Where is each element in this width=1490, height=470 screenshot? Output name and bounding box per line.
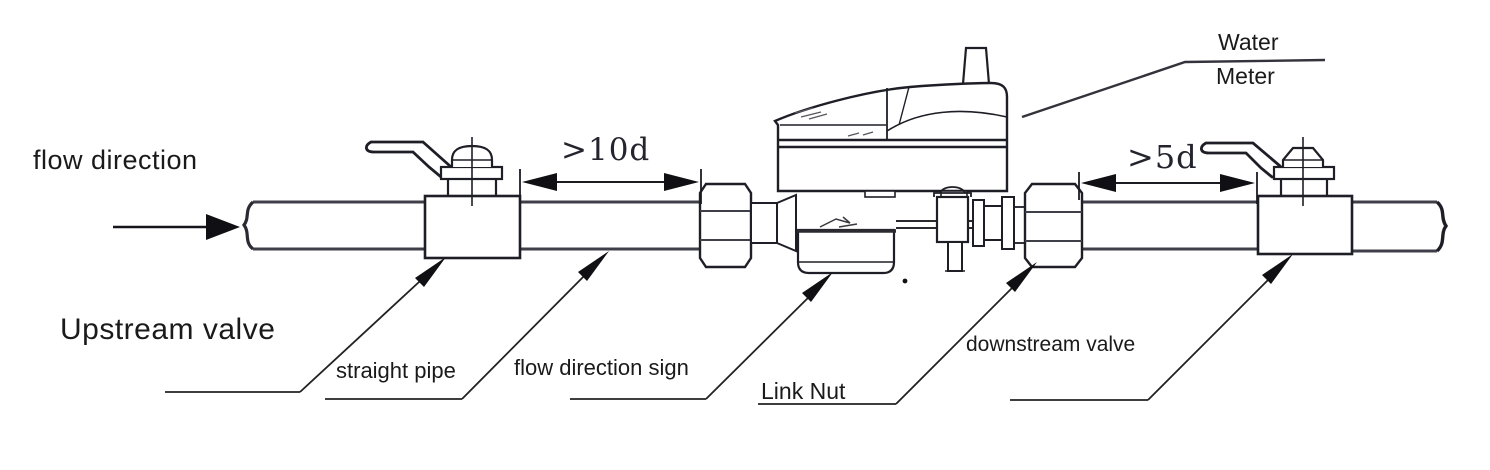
downstream-valve-label: downstream valve xyxy=(966,333,1136,356)
leader-straight-pipe xyxy=(325,251,609,400)
upstream-valve-label: Upstream valve xyxy=(60,313,276,346)
dimension-10d xyxy=(519,169,702,204)
link-nut-right xyxy=(1023,182,1084,269)
pipe-right xyxy=(1352,200,1449,253)
dimension-5d xyxy=(1078,172,1258,204)
pipe-downstream-straight xyxy=(1082,200,1258,251)
flow-direction-sign-label: flow direction sign xyxy=(514,355,689,380)
leader-water-meter xyxy=(1021,58,1326,119)
water-meter-label-line2: Meter xyxy=(1216,63,1275,89)
leader-flow-direction-sign xyxy=(570,272,833,400)
water-meter-body xyxy=(773,46,1025,284)
leader-upstream-valve xyxy=(165,257,446,393)
downstream-valve xyxy=(1200,137,1354,256)
link-nut-left xyxy=(698,182,797,269)
flow-direction-arrow xyxy=(113,214,240,240)
pipe-upstream-straight xyxy=(520,200,700,251)
flow-direction-label: flow direction xyxy=(33,145,198,175)
pipe-left xyxy=(242,200,425,251)
valve-handle xyxy=(1200,141,1283,179)
straight-pipe-label: straight pipe xyxy=(336,358,456,383)
downstream-dimension-label: >5d xyxy=(1127,138,1198,176)
valve-handle xyxy=(365,140,453,179)
leader-link-nut xyxy=(758,262,1037,405)
meter-antenna xyxy=(961,46,991,86)
link-nut-label: Link Nut xyxy=(761,378,846,404)
water-meter-label-line1: Water xyxy=(1218,29,1279,55)
flow-direction-sign-engraving xyxy=(819,216,858,228)
upstream-valve xyxy=(365,137,522,260)
leader-downstream-valve xyxy=(1010,254,1293,401)
upstream-dimension-label: >10d xyxy=(561,132,651,168)
